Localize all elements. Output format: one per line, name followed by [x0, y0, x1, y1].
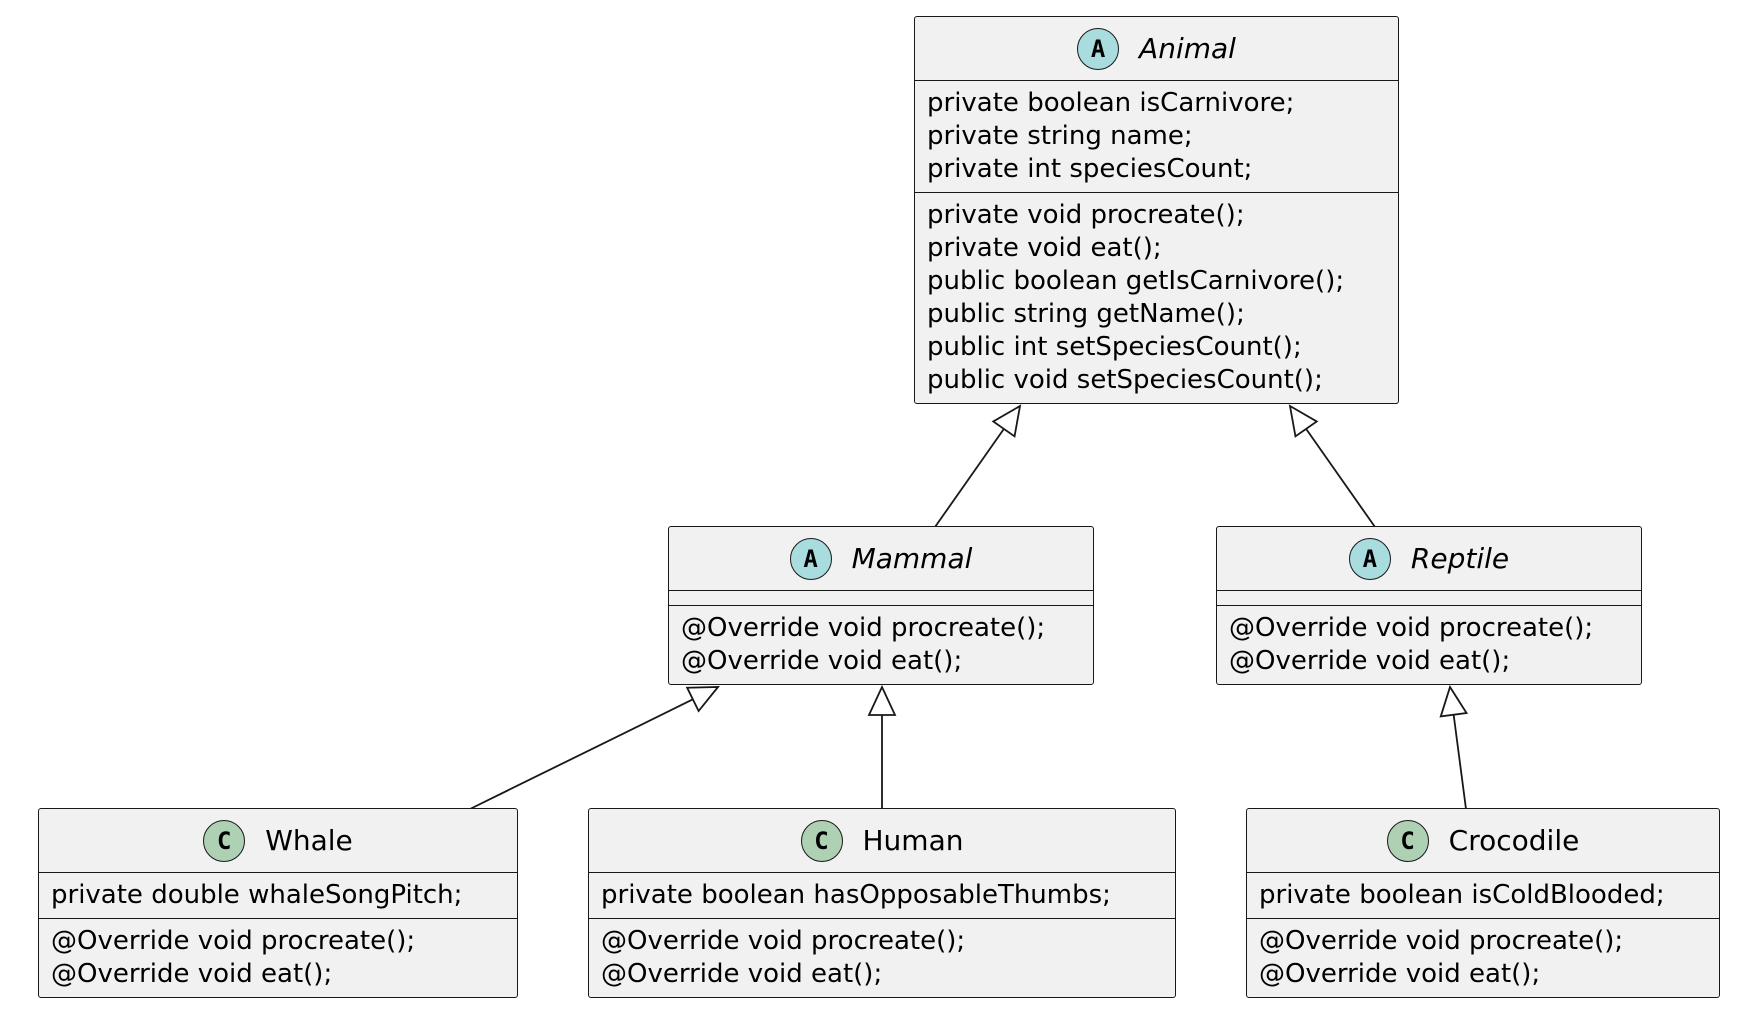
- class-name: Human: [862, 824, 964, 857]
- method: @Override void procreate();: [681, 613, 1046, 643]
- fields-section: private boolean hasOpposableThumbs;: [589, 873, 1175, 918]
- method: private void procreate();: [927, 200, 1245, 230]
- class-header: A Reptile: [1217, 527, 1641, 591]
- link-line: [1452, 714, 1467, 810]
- class-header: C Human: [589, 809, 1175, 873]
- class-header: A Animal: [915, 17, 1398, 81]
- class-box-human[interactable]: C Human private boolean hasOpposableThumbs…: [588, 808, 1176, 998]
- fields-section: private boolean isCarnivore;private stri…: [915, 81, 1398, 192]
- field: private double whaleSongPitch;: [51, 880, 463, 910]
- method: public string getName();: [927, 299, 1245, 329]
- inheritance-link-mammal-to-animal: [934, 404, 1022, 528]
- inheritance-link-crocodile-to-reptile: [1439, 684, 1469, 810]
- method: @Override void eat();: [1229, 646, 1511, 676]
- abstract-class-icon: A: [789, 537, 832, 580]
- link-line: [934, 428, 1005, 528]
- class-name: Animal: [1139, 32, 1236, 65]
- method: public void setSpeciesCount();: [927, 365, 1323, 395]
- method: @Override void procreate();: [1229, 613, 1594, 643]
- class-name: Mammal: [851, 542, 973, 575]
- link-line: [469, 698, 694, 810]
- class-box-reptile[interactable]: A Reptile @Override void procreate();@Over…: [1216, 526, 1642, 685]
- class-name: Whale: [265, 824, 353, 857]
- methods-section: private void procreate();private void ea…: [915, 192, 1398, 403]
- method: @Override void eat();: [601, 959, 883, 989]
- class-header: C Whale: [39, 809, 517, 873]
- method: @Override void procreate();: [601, 926, 966, 956]
- fields-section: private double whaleSongPitch;: [39, 873, 517, 918]
- class-icon: C: [800, 819, 843, 862]
- inheritance-arrowhead-icon: [867, 684, 897, 716]
- method: @Override void eat();: [51, 959, 333, 989]
- fields-section: [669, 591, 1093, 605]
- methods-section: @Override void procreate();@Override voi…: [589, 918, 1175, 997]
- inheritance-link-reptile-to-animal: [1288, 404, 1376, 528]
- abstract-class-icon: A: [1348, 537, 1391, 580]
- field: private boolean hasOpposableThumbs;: [601, 880, 1111, 910]
- inheritance-arrowhead-icon: [1439, 684, 1469, 718]
- inheritance-arrowhead-icon: [1288, 404, 1319, 438]
- method: public boolean getIsCarnivore();: [927, 266, 1345, 296]
- class-box-mammal[interactable]: A Mammal @Override void procreate();@Overr…: [668, 526, 1094, 685]
- class-name: Crocodile: [1448, 824, 1580, 857]
- field: private string name;: [927, 121, 1193, 151]
- method: @Override void procreate();: [1259, 926, 1624, 956]
- method: public int setSpeciesCount();: [927, 332, 1302, 362]
- abstract-class-icon: A: [1077, 27, 1120, 70]
- methods-section: @Override void procreate();@Override voi…: [1217, 605, 1641, 684]
- method: private void eat();: [927, 233, 1162, 263]
- inheritance-link-whale-to-mammal: [469, 686, 720, 810]
- class-box-crocodile[interactable]: C Crocodile private boolean isColdBlooded;…: [1246, 808, 1720, 998]
- link-line: [1305, 428, 1376, 528]
- method: @Override void eat();: [681, 646, 963, 676]
- method: @Override void procreate();: [51, 926, 416, 956]
- field: private boolean isCarnivore;: [927, 88, 1295, 118]
- inheritance-arrowhead-icon: [685, 686, 720, 713]
- class-name: Reptile: [1410, 542, 1510, 575]
- inheritance-arrowhead-icon: [991, 404, 1022, 438]
- method: @Override void eat();: [1259, 959, 1541, 989]
- methods-section: @Override void procreate();@Override voi…: [39, 918, 517, 997]
- inheritance-link-human-to-mammal: [867, 684, 897, 809]
- fields-section: private boolean isColdBlooded;: [1247, 873, 1719, 918]
- methods-section: @Override void procreate();@Override voi…: [1247, 918, 1719, 997]
- class-header: A Mammal: [669, 527, 1093, 591]
- fields-section: [1217, 591, 1641, 605]
- field: private boolean isColdBlooded;: [1259, 880, 1665, 910]
- class-header: C Crocodile: [1247, 809, 1719, 873]
- methods-section: @Override void procreate();@Override voi…: [669, 605, 1093, 684]
- field: private int speciesCount;: [927, 154, 1253, 184]
- class-icon: C: [203, 819, 246, 862]
- class-icon: C: [1386, 819, 1429, 862]
- class-box-whale[interactable]: C Whale private double whaleSongPitch; @Ove…: [38, 808, 518, 998]
